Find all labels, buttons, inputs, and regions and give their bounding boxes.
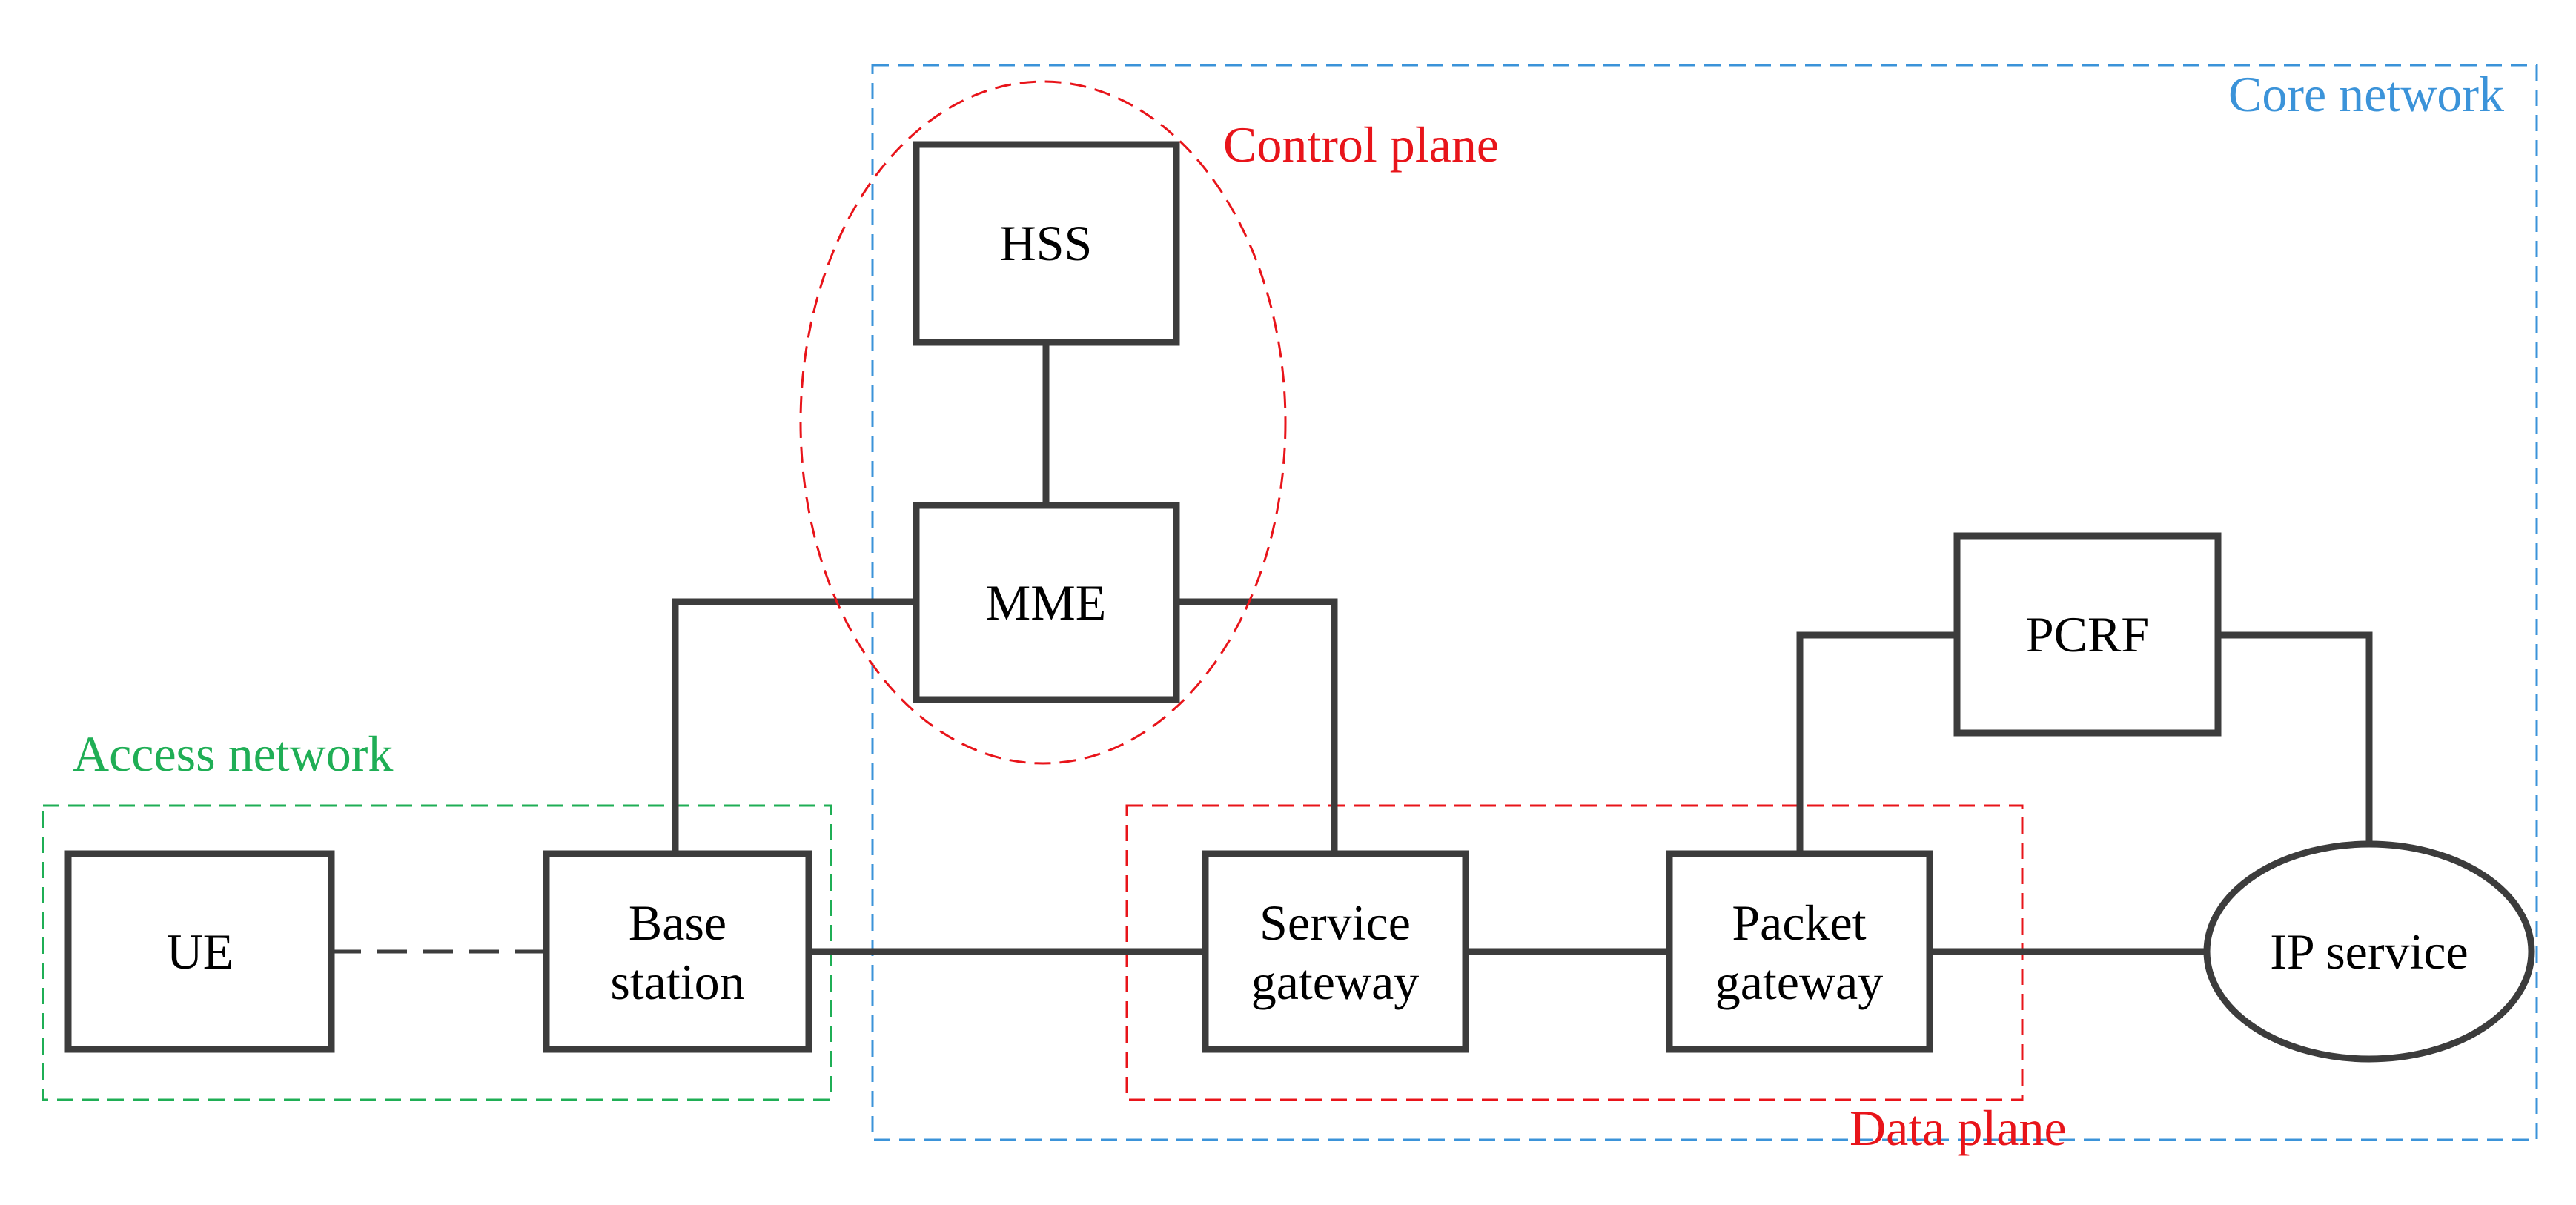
access-network-label: Access network <box>73 726 393 782</box>
packet-gateway-label-line: gateway <box>1715 954 1884 1010</box>
ue-label: UE <box>167 923 234 980</box>
pcrf-node[interactable]: PCRF <box>1953 532 2222 737</box>
control-plane-region <box>799 80 1287 765</box>
control-plane-label: Control plane <box>1223 116 1499 173</box>
packet-gateway-label-line: Packet <box>1732 894 1866 951</box>
hss-label: HSS <box>1000 215 1093 271</box>
hss-node[interactable]: HSS <box>913 141 1180 346</box>
ue-node[interactable]: UE <box>64 850 335 1053</box>
ip-service-label: IP service <box>2270 923 2468 980</box>
mme-base-station-link <box>672 598 916 854</box>
mme-node[interactable]: MME <box>913 502 1180 703</box>
packet-gateway-pcrf-link <box>1796 631 1957 854</box>
service-gateway-label-line: gateway <box>1251 954 1420 1010</box>
mme-label: MME <box>986 574 1106 631</box>
ip-service-node[interactable]: IP service <box>2203 840 2535 1063</box>
pcrf-label: PCRF <box>2026 606 2149 663</box>
base-station-label-line: station <box>610 954 744 1010</box>
service-gateway-label-line: Service <box>1259 894 1411 951</box>
mme-service-gateway-link <box>1176 598 1338 854</box>
base-station-label-line: Base <box>629 894 726 951</box>
pcrf-ip-service-link <box>2218 631 2373 845</box>
data-plane-label: Data plane <box>1850 1100 2067 1156</box>
core-network-label: Core network <box>2228 66 2504 122</box>
